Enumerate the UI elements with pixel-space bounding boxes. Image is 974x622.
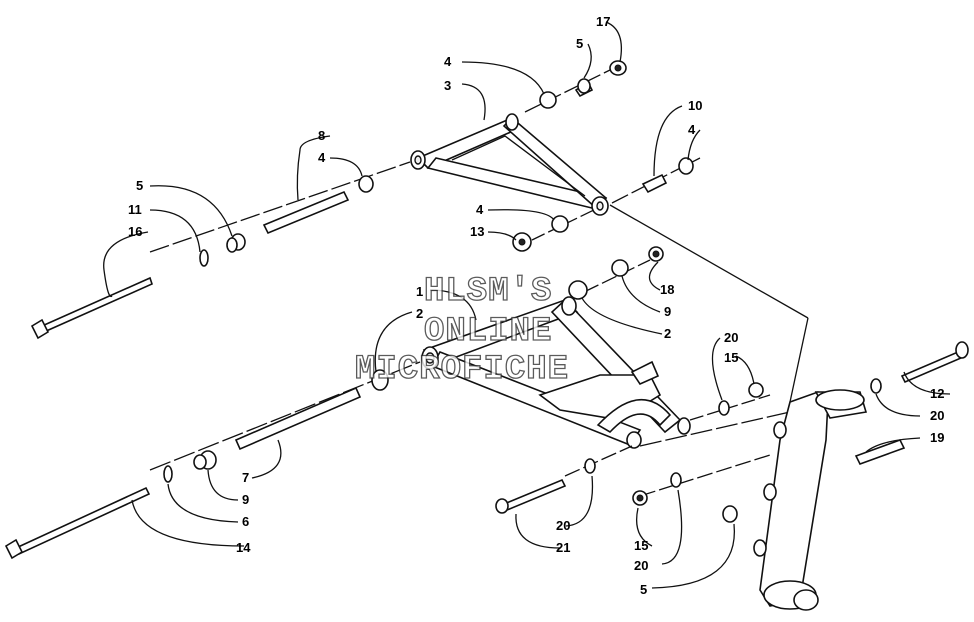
callout-20-lower: 20 — [634, 558, 648, 573]
callout-21: 21 — [556, 540, 570, 555]
callout-17: 17 — [596, 14, 610, 29]
callout-5-top: 5 — [576, 36, 583, 51]
callout-7: 7 — [242, 470, 249, 485]
callout-2-right: 2 — [664, 326, 671, 341]
callout-9-top: 9 — [664, 304, 671, 319]
callout-14: 14 — [236, 540, 251, 555]
callout-15-bottom: 15 — [634, 538, 648, 553]
callout-18: 18 — [660, 282, 674, 297]
callout-2-left: 2 — [416, 306, 423, 321]
watermark-line-3: MICROFICHE — [355, 351, 569, 389]
callout-20-right: 20 — [930, 408, 944, 423]
callout-5-left: 5 — [136, 178, 143, 193]
callout-4-left: 4 — [318, 150, 326, 165]
callout-20-top: 20 — [724, 330, 738, 345]
upper-hardware — [30, 60, 694, 340]
lower-hardware — [4, 246, 969, 560]
callout-12: 12 — [930, 386, 944, 401]
spindle — [753, 389, 868, 611]
callout-5-bottom: 5 — [640, 582, 647, 597]
watermark-line-1: HLSM'S — [424, 273, 552, 311]
upper-a-arm — [410, 113, 609, 216]
callout-4-mid: 4 — [476, 202, 484, 217]
callout-16: 16 — [128, 224, 142, 239]
callout-labels: 17 5 4 3 10 4 8 4 5 11 16 4 13 18 9 2 1 … — [128, 14, 944, 597]
callout-3: 3 — [444, 78, 451, 93]
callout-15-top: 15 — [724, 350, 738, 365]
callout-4-top: 4 — [444, 54, 452, 69]
callout-20-bottom: 20 — [556, 518, 570, 533]
callout-19: 19 — [930, 430, 944, 445]
lower-a-arm — [421, 296, 691, 449]
callout-6: 6 — [242, 514, 249, 529]
callout-1: 1 — [416, 284, 423, 299]
callout-4-right: 4 — [688, 122, 696, 137]
callout-13: 13 — [470, 224, 484, 239]
watermark: HLSM'S ONLINE MICROFICHE — [354, 272, 569, 389]
watermark-line-2: ONLINE — [424, 313, 552, 351]
callout-10: 10 — [688, 98, 702, 113]
leader-lines — [103, 21, 951, 589]
callout-9-bottom: 9 — [242, 492, 249, 507]
callout-11: 11 — [128, 202, 142, 217]
callout-8: 8 — [318, 128, 325, 143]
